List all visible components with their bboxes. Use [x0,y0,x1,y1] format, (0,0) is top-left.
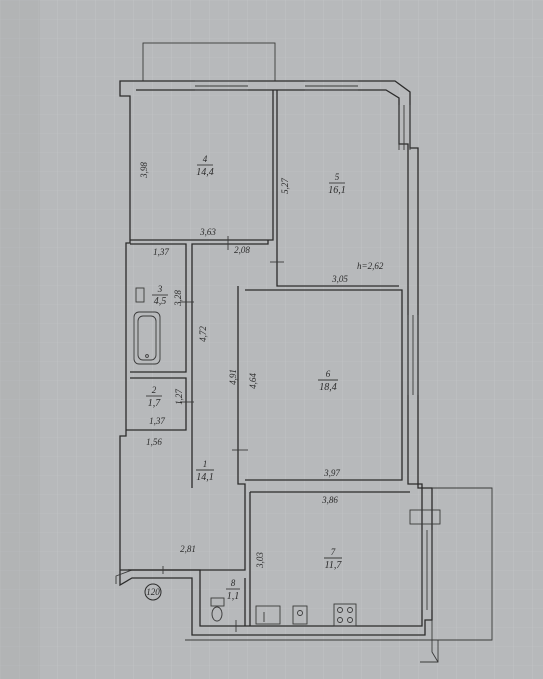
room-1-label: 1 14,1 [196,459,214,483]
room-5-label: 5 16,1 [328,172,346,196]
dim-156: 1,56 [146,437,162,447]
room-6-label: 6 18,4 [318,369,338,393]
outer-walls [115,80,439,663]
dim-137b: 1,37 [149,416,165,426]
sink-icon [135,287,145,303]
window-top-left [195,80,248,91]
dim-305: 3,05 [331,274,348,284]
svg-text:18,4: 18,4 [319,382,337,393]
svg-text:14,1: 14,1 [196,472,214,483]
room-2-label: 2 1,7 [146,385,162,409]
ceiling-height-note: h=2,62 [357,261,384,271]
window-right-room6 [407,315,419,395]
svg-text:1,7: 1,7 [148,398,162,409]
svg-text:11,7: 11,7 [325,560,343,571]
svg-text:3: 3 [157,284,163,294]
dim-328: 3,28 [173,290,183,307]
svg-text:4: 4 [203,154,208,164]
dim-363: 3,63 [199,227,216,237]
svg-text:8: 8 [231,578,236,588]
dim-127: 1,27 [174,389,184,405]
svg-text:6: 6 [326,369,331,379]
dim-527: 5,27 [280,178,290,194]
dim-491: 4,91 [228,369,238,385]
svg-text:4,5: 4,5 [154,296,167,307]
dim-386: 3,86 [321,495,338,505]
stove-icon [333,603,357,627]
dim-464: 4,64 [248,373,258,389]
svg-text:1: 1 [203,459,208,469]
dim-208: 2,08 [234,245,250,255]
dim-397: 3,97 [323,468,340,478]
room-4-label: 4 14,4 [196,154,214,178]
room-3-label: 3 4,5 [152,284,168,307]
door-ticks [162,236,284,632]
svg-text:5: 5 [335,172,340,182]
window-right-room7 [421,530,433,610]
dim-472: 4,72 [198,326,208,342]
dimension-labels: 3,98 3,63 5,27 2,08 3,05 1,37 3,28 4,72 … [139,162,348,569]
window-top-right [305,80,358,91]
dim-281: 2,81 [180,544,196,554]
internal-walls [120,90,410,626]
room-8-label: 8 1,1 [226,578,240,602]
right-balcony [409,487,493,641]
svg-text:2: 2 [152,385,157,395]
dim-398: 3,98 [139,162,149,179]
dim-137a: 1,37 [153,247,169,257]
dim-303: 3,03 [255,552,265,569]
svg-text:1,1: 1,1 [227,591,240,602]
kitchen-sink-icon [255,605,281,625]
marker-circle [144,583,162,601]
marker-label: 120 [146,587,160,597]
svg-text:16,1: 16,1 [328,185,346,196]
bathtub [133,311,161,365]
page-edge-shadow [0,0,40,679]
toilet-icon [210,597,225,622]
kitchen-counter-icon [292,605,308,625]
svg-text:7: 7 [331,547,336,557]
svg-text:14,4: 14,4 [196,167,214,178]
window-right-room5 [398,105,411,150]
room-7-label: 7 11,7 [324,547,342,571]
